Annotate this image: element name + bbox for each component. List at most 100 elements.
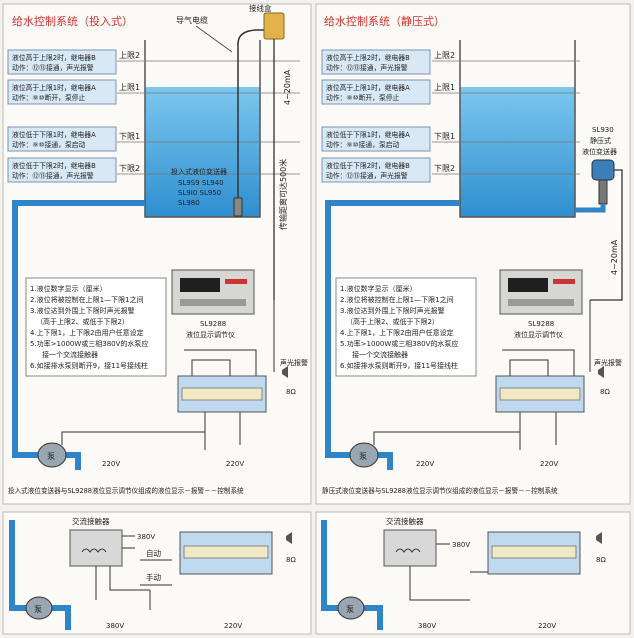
bl-wires [95,535,172,610]
right-note-2-line-1: 液位高于上限1时，继电器A [326,83,410,92]
right-sensor-line-1: SL930 [592,126,614,134]
left-feature-3: 3.液位达到外围上下限时声光报警 [30,306,135,315]
left-instrument-indicator [225,279,247,284]
left-note-3-line-1: 液位低于下限1时，继电器A [12,130,96,139]
left-range-label: 4~20mA [283,69,292,105]
right-note-3-line-1: 液位低于下限1时，继电器A [326,130,410,139]
right-level-label-1: 上限2 [434,51,455,60]
bl-pump [25,596,53,620]
left-note-box-1 [7,49,117,75]
right-voltage-220-a: 220V [416,460,434,468]
right-feature-4: （高于上限2、或低于下限2） [346,317,439,326]
right-pump [349,442,379,468]
left-note-box-3 [7,126,117,152]
right-feature-1: 1.液位数字显示（厘米） [340,284,417,293]
right-note-4-line-1: 液位低于下限2时，继电器B [326,161,410,170]
right-terminal-strip [499,387,581,401]
br-speaker [596,532,602,544]
br-wires [409,543,488,601]
right-caption: 静压式液位变送器与SL9288液位显示调节仪组成的液位显示－报警－－控制系统 [322,486,558,495]
left-features-box [25,277,167,377]
bl-auto-label: 自动 [146,548,161,558]
left-caption: 投入式液位变送器与SL9288液位显示调节仪组成的液位显示－报警－－控制系统 [8,486,244,495]
left-pump-wire [61,420,206,445]
br-voltage-220: 220V [538,622,556,630]
bl-terminal-strip [183,545,269,559]
right-sensor-line-3: 液位变送器 [582,147,617,156]
left-cable [237,29,268,200]
right-instrument-model: SL9288 [528,320,554,328]
br-pipe [321,520,383,630]
bl-contactor [69,529,123,567]
left-voltage-220-b: 220V [226,460,244,468]
left-feature-5: 4.上下限1，上下限2由用户任意设定 [30,328,144,337]
right-note-box-2 [321,79,431,105]
left-distance-label: 传输距离可达500米 [278,159,288,230]
left-feature-2: 2.液位将被控制在上限1—下限1之间 [30,295,144,304]
right-note-box-3 [321,126,431,152]
right-level-label-4: 下限2 [434,164,455,173]
left-ohm-label: 8Ω [286,388,296,396]
right-note-1-line-2: 动作：⑫⑬接通，声光报警 [326,63,408,72]
br-voltage-380-b: 380V [418,622,436,630]
left-pipe-lower [64,452,81,470]
right-signal-wire [590,169,623,301]
bl-contactor-label: 交流接触器 [72,516,110,526]
left-instrument-name: 液位显示调节仪 [186,330,235,339]
left-junction-label: 接线盒 [249,3,272,13]
left-speaker-label: 声光报警 [280,358,308,367]
right-instrument-display [508,278,548,292]
br-pump-label: 泵 [346,605,354,614]
br-ohm-label: 8Ω [596,556,606,564]
bl-manual-label: 手动 [146,572,161,582]
br-terminal-strip [491,545,577,559]
left-title: 给水控制系统（投入式） [12,14,133,28]
bl-pipe [9,520,71,630]
right-level-label-3: 下限1 [434,132,455,141]
right-title: 给水控制系统（静压式） [324,14,445,28]
left-feature-6: 5.功率>1000W或三相380V的水泵应 [30,339,148,348]
left-tank-wall [144,40,261,218]
right-pipe-lower [376,452,393,470]
right-level-label-2: 上限1 [434,83,455,92]
right-pump-label: 泵 [359,452,367,461]
left-feature-4: （高于上限2、或低于下限2） [36,317,129,326]
right-speaker [598,366,604,378]
right-note-box-1 [321,49,431,75]
right-range-label: 4~20mA [610,239,619,275]
right-panel-frame [315,3,631,505]
bl-ohm-label: 8Ω [286,556,296,564]
bl-voltage-380-b: 380V [106,622,124,630]
right-instrument-indicator [553,279,575,284]
left-note-3-line-2: 动作：⑨⑩接通，泵启动 [12,140,86,149]
right-transmitter-stem [598,179,608,205]
left-instrument-model: SL9288 [200,320,226,328]
right-pump-wire [373,420,521,445]
right-note-box-4 [321,157,431,183]
bl-voltage-220: 220V [224,622,242,630]
left-pipe [12,200,145,458]
left-voltage-220-a: 220V [102,460,120,468]
left-level-label-2: 上限1 [119,83,140,92]
right-instrument-buttons [508,299,574,306]
left-sensor-line-1: 投入式液位变送器 [171,167,227,176]
right-note-2-line-2: 动作：⑨⑩断开，泵停止 [326,93,400,102]
br-voltage-380-a: 380V [452,541,470,549]
bl-voltage-380-a: 380V [137,533,155,541]
right-tank-wall [459,40,576,218]
left-instrument-display [180,278,220,292]
left-speaker [282,366,288,378]
left-note-box-2 [7,79,117,105]
left-sensor-line-2: SL9S9 SL940 [178,179,224,187]
right-feature-2: 2.液位将被控制在上限1—下限1之间 [340,295,454,304]
bl-speaker [286,532,292,544]
right-terminal-wires [502,300,591,450]
left-level-label-3: 下限1 [119,132,140,141]
right-tank-water [460,87,575,217]
left-feature-8: 6.如接排水泵则断开9，接11号接线柱 [30,361,148,370]
right-feature-7: 接一个交流接触器 [352,350,408,359]
left-sensor-line-4: SL980 [178,199,200,207]
br-pump [337,596,365,620]
